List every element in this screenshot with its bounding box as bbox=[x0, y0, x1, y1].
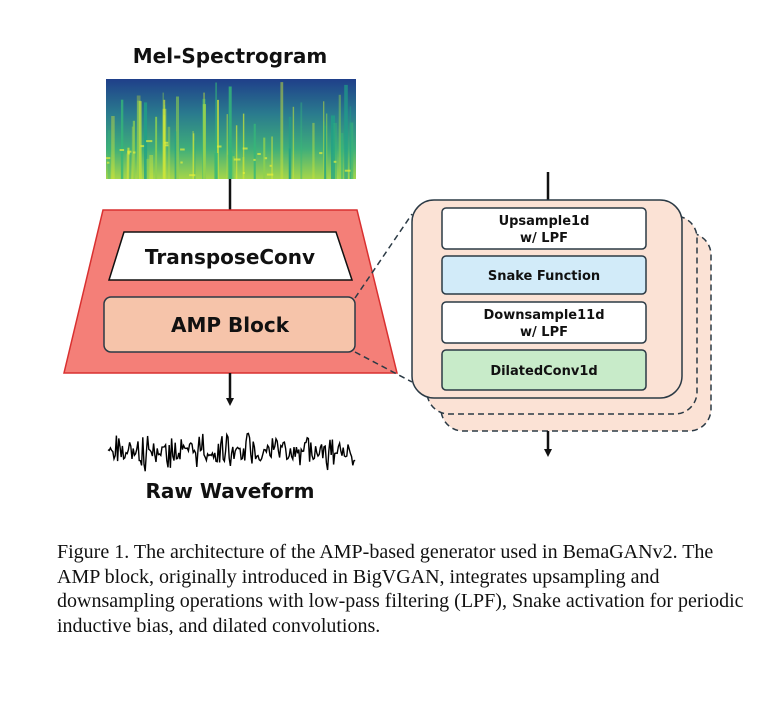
transpose-conv-label: TransposeConv bbox=[145, 245, 315, 269]
transpose-conv-block bbox=[107, 231, 354, 281]
downsample-label-line1: Downsample11d bbox=[483, 308, 604, 323]
architecture-diagram: Mel-Spectrogram TransposeConv AMP Block … bbox=[63, 44, 712, 503]
zoom-line-top bbox=[354, 213, 413, 299]
snake-function-box bbox=[441, 255, 647, 295]
figure-caption: Figure 1. The architecture of the AMP-ba… bbox=[57, 541, 744, 637]
dilated-conv-box bbox=[441, 349, 647, 391]
upsample-label-line2: w/ LPF bbox=[520, 231, 568, 246]
zoom-line-bottom bbox=[354, 351, 413, 383]
snake-function-label: Snake Function bbox=[488, 269, 600, 284]
amp-block-label: AMP Block bbox=[171, 313, 290, 337]
downsample-box bbox=[441, 301, 647, 344]
waveform-image bbox=[107, 432, 356, 472]
amp-block bbox=[103, 296, 356, 353]
dilated-conv-label: DilatedConv1d bbox=[490, 364, 597, 379]
upsample-box bbox=[441, 207, 647, 250]
output-label: Raw Waveform bbox=[146, 479, 315, 503]
downsample-label-line2: w/ LPF bbox=[520, 325, 568, 340]
upsample-label-line1: Upsample1d bbox=[499, 214, 590, 229]
spectrogram-image bbox=[106, 79, 356, 179]
input-label: Mel-Spectrogram bbox=[133, 44, 327, 68]
